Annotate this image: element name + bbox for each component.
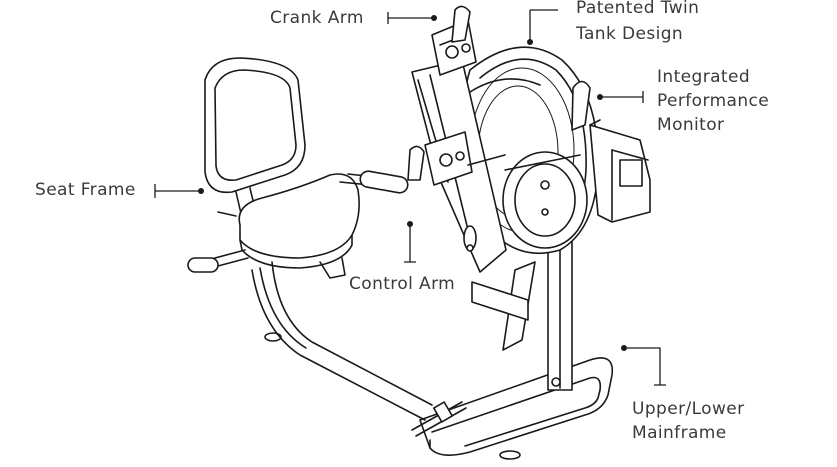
label-monitor-line2: Performance bbox=[657, 91, 770, 111]
leader-lines bbox=[154, 9, 666, 386]
label-control-arm: Control Arm bbox=[349, 274, 456, 294]
label-monitor-line3: Monitor bbox=[657, 115, 725, 135]
seat-cushion bbox=[238, 173, 360, 279]
seat-back bbox=[204, 57, 306, 236]
label-tank-line2: Tank Design bbox=[576, 24, 684, 44]
label-mainframe-line1: Upper/Lower bbox=[632, 399, 745, 419]
label-crank-arm: Crank Arm bbox=[270, 8, 364, 28]
crank-arm-lower bbox=[407, 131, 506, 186]
label-seat-frame: Seat Frame bbox=[35, 180, 136, 200]
crank-arm-upper bbox=[431, 5, 477, 76]
drive-hub bbox=[502, 151, 588, 249]
label-monitor-line1: Integrated bbox=[657, 67, 751, 87]
label-tank-line1: Patented Twin bbox=[576, 0, 700, 18]
upright-post bbox=[471, 234, 573, 391]
seat-handles bbox=[187, 170, 409, 273]
monitor-handle bbox=[571, 80, 601, 131]
label-mainframe-line2: Mainframe bbox=[632, 423, 727, 443]
upper-mainframe-tube bbox=[251, 261, 467, 437]
